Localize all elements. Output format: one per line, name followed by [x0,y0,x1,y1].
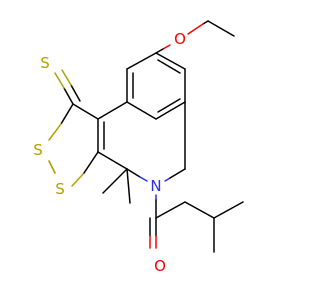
bond-n-aryl [169,168,186,179]
bond-acyl-ch2 [155,201,186,219]
bond-benzene-3 [126,101,157,120]
bond-c9b-c1 [97,101,128,120]
bond-benzene-4 [155,101,186,120]
bond-o-aryl-red [162,44,171,50]
bond-benzene-6 [155,52,186,70]
bond-ethyl-ch3-ch2 [207,20,235,37]
bond-c4-n [126,168,141,178]
bond-benzene-4-inner [157,98,181,113]
bond-ring-thiocarbonyl [72,103,99,120]
bond-s2-c9a [83,151,99,174]
structure-diagram: O N O S S S [33,20,244,275]
bond-benzene-6-inner [157,59,181,74]
bond-ch-methyl-1 [213,201,244,219]
bond-thiocarbonyl-s1-yellow [48,123,62,141]
bond-n-aryl-blue [164,177,171,182]
bond-s2-c9a-yellow [71,172,85,187]
atom-s-ring-upper: S [33,141,43,159]
bond-thiocarbonyl-s-double [70,84,81,102]
bond-thiocarbonyl-s1 [60,103,74,125]
atom-s-ring-lower: S [55,180,65,198]
bond-thiocarbonyl-s-yellow [54,72,65,89]
bond-ethyl-ch2-o-red [187,23,204,35]
atom-n-ring: N [150,177,161,195]
molecule-canvas: O N O S S S [33,20,244,275]
bond-c9a-c4 [97,151,128,170]
atom-o-carbonyl: O [154,257,166,275]
bond-thiocarbonyl-s-double-yellow [61,69,72,86]
bond-s1-s2-yellow-lower [48,160,56,174]
bond-benzene-1 [126,52,157,70]
bond-o-aryl [155,48,164,54]
bond-gem-methyl-2 [126,168,131,204]
bond-ch2-ch [184,201,215,219]
atom-o-ether: O [174,30,186,48]
bond-thiocarbonyl-s [63,87,74,105]
bond-gem-methyl-1 [102,168,128,194]
bond-ethyl-ch2-o [202,20,209,25]
bond-c4-n-blue [139,176,148,182]
atom-s-thione: S [40,54,50,72]
